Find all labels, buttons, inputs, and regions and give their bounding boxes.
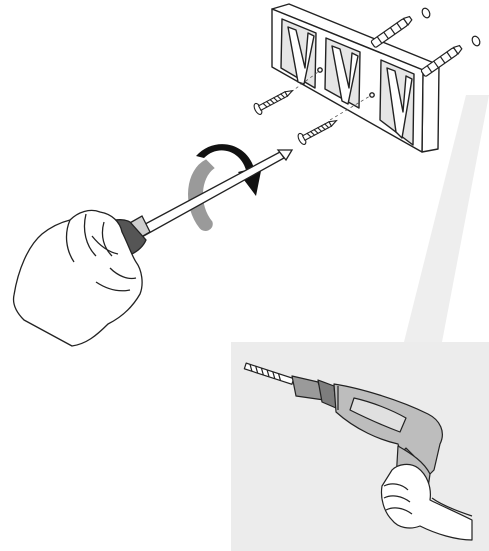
mounting-bracket-icon	[272, 4, 439, 152]
